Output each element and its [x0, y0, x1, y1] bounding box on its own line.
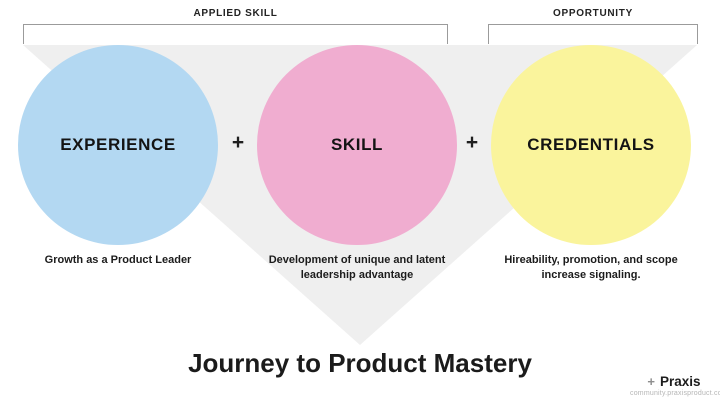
page-title: Journey to Product Mastery	[188, 348, 532, 378]
skill-description: Development of unique and latent leaders…	[268, 254, 446, 281]
applied-skill-bracket	[23, 24, 448, 44]
credentials-circle: CREDENTIALS	[491, 45, 691, 245]
experience-circle: EXPERIENCE	[18, 45, 218, 245]
praxis-plus-icon: +	[647, 374, 656, 389]
plus-separator-1: +	[231, 131, 245, 154]
praxis-url: community.praxisproduct.com	[630, 390, 720, 397]
skill-circle-label: SKILL	[330, 135, 384, 154]
praxis-brand: + Praxis community.praxisproduct.com	[630, 374, 720, 397]
praxis-logo-text: Praxis	[660, 374, 701, 389]
skill-circle: SKILL	[257, 45, 457, 245]
applied-skill-label: APPLIED SKILL	[193, 8, 278, 19]
opportunity-bracket	[488, 24, 698, 44]
credentials-description: Hireability, promotion, and scope increa…	[504, 254, 678, 281]
plus-separator-2: +	[465, 131, 479, 154]
experience-description: Growth as a Product Leader	[44, 254, 192, 266]
credentials-circle-label: CREDENTIALS	[527, 135, 655, 154]
experience-circle-label: EXPERIENCE	[60, 135, 176, 154]
opportunity-label: OPPORTUNITY	[553, 8, 633, 19]
